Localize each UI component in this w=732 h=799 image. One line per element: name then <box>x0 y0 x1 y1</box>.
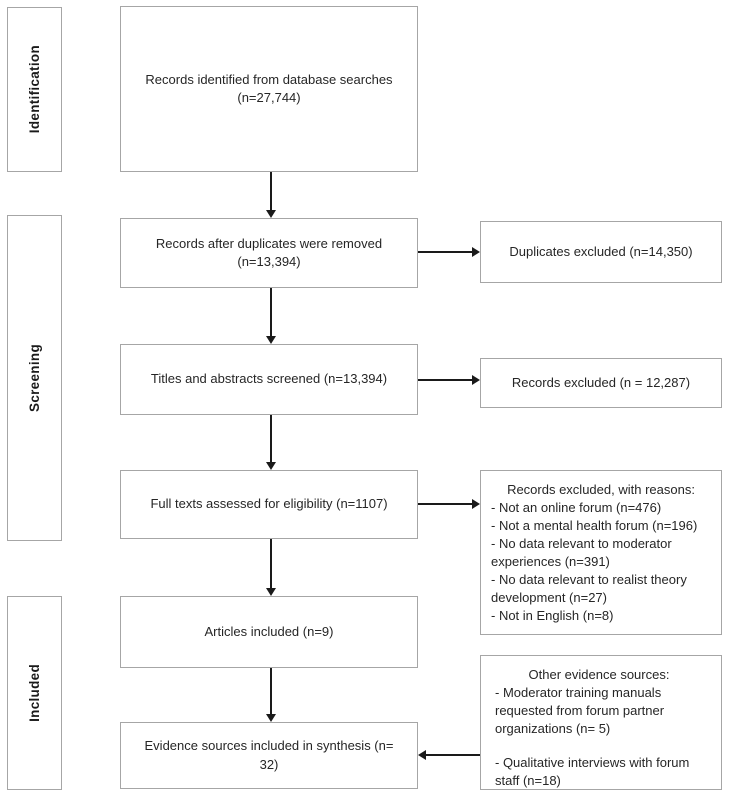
exclusion-reason: - Not a mental health forum (n=196) <box>491 518 698 533</box>
box-records-identified-text: Records identified from database searche… <box>145 71 393 87</box>
box-evidence-synthesis-text: Evidence sources included in synthesis (… <box>144 738 394 772</box>
arrow-screened-to-fulltext <box>266 415 276 470</box>
box-records-excluded-text: Records excluded (n = 12,287) <box>511 374 691 390</box>
arrow-to-excluded-reasons <box>418 499 480 509</box>
box-full-texts-assessed: Full texts assessed for eligibility (n=1… <box>120 470 418 539</box>
other-sources-heading: Other evidence sources: <box>528 667 670 682</box>
box-other-evidence-sources: Other evidence sources: - Moderator trai… <box>480 655 722 790</box>
stage-label-identification: Identification <box>27 45 42 134</box>
stage-box-screening: Screening <box>7 215 62 541</box>
arrow-deduplicated-to-screened <box>266 288 276 344</box>
box-records-identified: Records identified from database searche… <box>120 6 418 172</box>
exclusion-reason: - No data relevant to realist theory dev… <box>491 572 687 605</box>
box-duplicates-removed-count: (n=13,394) <box>237 254 301 269</box>
arrow-fulltext-to-articles <box>266 539 276 596</box>
other-source-item: - Moderator training manuals requested f… <box>495 685 665 736</box>
box-duplicates-excluded-text: Duplicates excluded (n=14,350) <box>509 243 693 259</box>
stage-box-included: Included <box>7 596 62 790</box>
box-duplicates-removed-text: Records after duplicates were removed <box>155 235 383 251</box>
box-titles-abstracts-screened: Titles and abstracts screened (n=13,394) <box>120 344 418 415</box>
stage-label-included: Included <box>27 664 42 722</box>
arrow-to-duplicates-excluded <box>418 247 480 257</box>
arrow-identified-to-deduplicated <box>266 172 276 218</box>
exclusion-reasons-heading: Records excluded, with reasons: <box>507 482 695 497</box>
exclusion-reason: - Not in English (n=8) <box>491 608 614 623</box>
box-articles-included-text: Articles included (n=9) <box>204 623 334 639</box>
stage-box-identification: Identification <box>7 7 62 172</box>
arrow-articles-to-synthesis <box>266 668 276 722</box>
box-full-texts-assessed-text: Full texts assessed for eligibility (n=1… <box>150 496 388 512</box>
other-source-item: - Qualitative interviews with forum staf… <box>495 755 690 788</box>
box-evidence-synthesis: Evidence sources included in synthesis (… <box>120 722 418 789</box>
box-records-identified-count: (n=27,744) <box>237 90 301 105</box>
stage-label-screening: Screening <box>27 344 42 412</box>
exclusion-reason: - No data relevant to moderator experien… <box>491 536 672 569</box>
arrow-other-sources-to-synthesis <box>418 750 480 760</box>
box-duplicates-excluded: Duplicates excluded (n=14,350) <box>480 221 722 283</box>
arrow-to-records-excluded <box>418 375 480 385</box>
box-articles-included: Articles included (n=9) <box>120 596 418 668</box>
box-duplicates-removed: Records after duplicates were removed (n… <box>120 218 418 288</box>
exclusion-reason: - Not an online forum (n=476) <box>491 500 662 515</box>
box-records-excluded-reasons: Records excluded, with reasons: - Not an… <box>480 470 722 635</box>
box-titles-abstracts-screened-text: Titles and abstracts screened (n=13,394) <box>150 371 388 387</box>
box-records-excluded: Records excluded (n = 12,287) <box>480 358 722 408</box>
